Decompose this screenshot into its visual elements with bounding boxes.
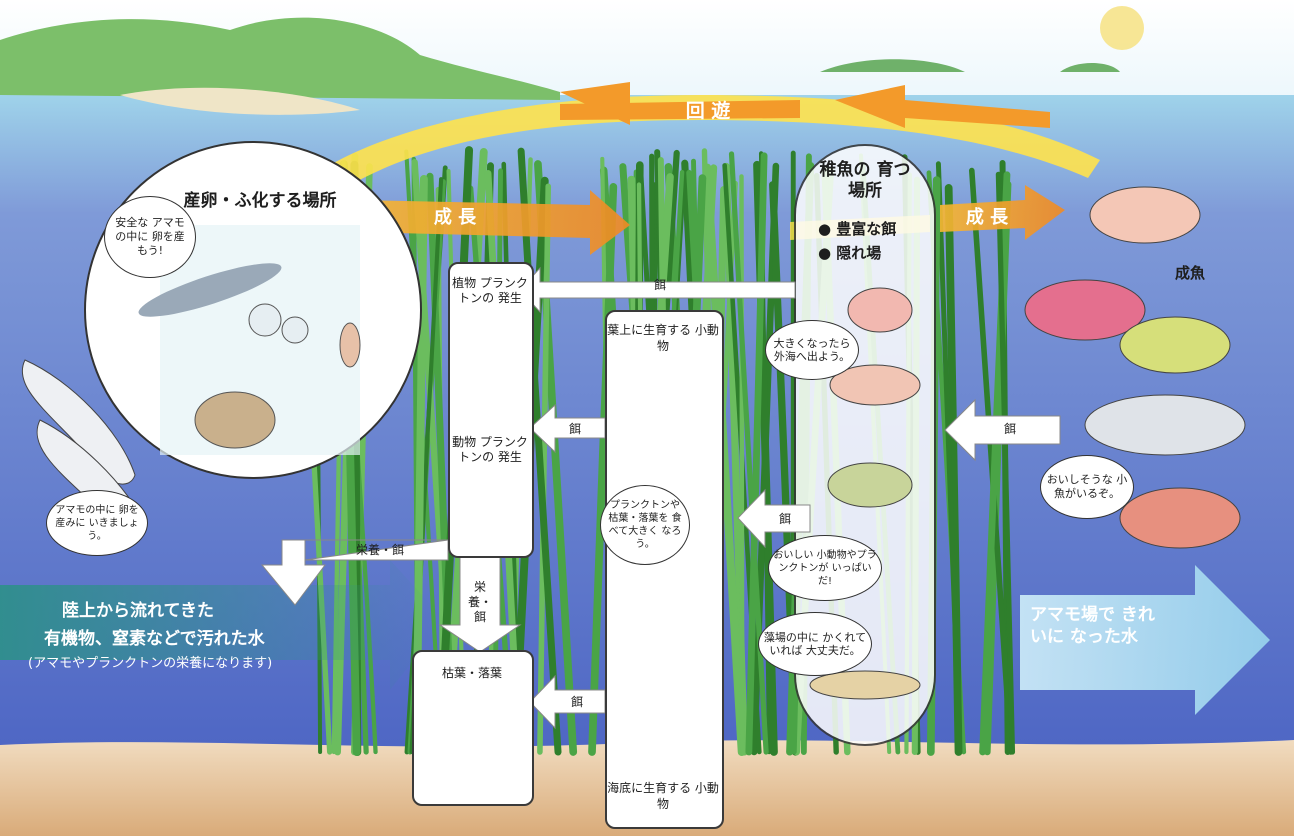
plankton-box	[448, 262, 534, 558]
feed-label-mid: 餌	[568, 422, 581, 436]
leaf-animals-speech: プランクトンや 枯葉・落葉を 食べて大きく なろう。	[608, 500, 682, 550]
nutrient-feed-vertical-label: 栄養・ 餌	[467, 580, 492, 624]
migration-arrow-right	[835, 85, 905, 128]
larva-icon	[339, 322, 361, 368]
squid-icon	[21, 359, 136, 485]
litter-box	[412, 650, 534, 806]
nutrient-feed-label: 栄養・餌	[355, 543, 404, 557]
juvenile-area-title: 稚魚の 育つ場所	[819, 160, 911, 201]
distant-hills	[0, 17, 560, 101]
litter-label: 枯葉・落葉	[441, 666, 502, 680]
polluted-water-line1: 陸上から流れてきた	[62, 601, 214, 621]
leaf-animals-speech-bubble: プランクトンや 枯葉・落葉を 食べて大きく なろう。	[600, 485, 690, 565]
polluted-water-line2: 有機物、窒素などで汚れた水	[44, 629, 265, 649]
squid-speech-bubble: アマモの中に 卵を産みに いきましょう。	[46, 490, 148, 556]
migration-label: 回 遊	[685, 100, 731, 122]
adult-fish-icon	[1119, 487, 1241, 549]
eelgrass-blade	[588, 183, 618, 756]
island-2	[1060, 63, 1120, 72]
adult-fish-icon	[1089, 186, 1201, 244]
beach	[120, 87, 360, 115]
migration-arrow-left-body	[560, 100, 800, 120]
egg-icon	[281, 316, 309, 344]
juvenile-food-speech-bubble: おいしい 小動物やプランクトンが いっぱいだ!	[768, 535, 882, 601]
squid-speech: アマモの中に 卵を産みに いきましょう。	[55, 504, 139, 542]
eelgrass-blade	[728, 151, 769, 755]
juvenile-grow-speech-bubble: 大きくなったら 外海へ出よう。	[765, 320, 859, 380]
juvenile-hide-speech: 藻場の中に かくれていれば 大丈夫だ。	[763, 631, 867, 657]
eelgrass-blade	[995, 171, 1016, 755]
spawning-speech-bubble: 安全な アマモの中に 卵を産もう!	[104, 196, 196, 278]
feed-arrow-adult	[944, 398, 1061, 462]
phytoplankton-label: 植物 プランクトンの 発生	[452, 276, 528, 305]
feed-label-juvenile: 餌	[778, 512, 791, 526]
eelgrass-blade	[935, 161, 963, 755]
feed-arrow-litter	[529, 674, 606, 730]
feed-label-adult: 餌	[1003, 422, 1016, 436]
rock-fish-icon	[194, 391, 276, 449]
adult-fish-icon	[1024, 279, 1146, 341]
feed-label-top: 餌	[653, 278, 666, 292]
feed-label-litter: 餌	[570, 695, 583, 709]
polluted-water-arrow	[0, 560, 445, 690]
feed-arrow-mid	[529, 403, 606, 454]
juvenile-shelter-bullet: ● 隠れ場	[818, 244, 882, 262]
leaf-animals-title: 葉上に生育する 小動物	[607, 323, 719, 353]
eelgrass-blade	[745, 152, 768, 756]
spawning-speech: 安全な アマモの中に 卵を産もう!	[115, 216, 185, 257]
juvenile-fish-icon	[829, 364, 921, 406]
adult-fish-label: 成魚	[1175, 264, 1206, 282]
migration-arrow-right-body	[905, 100, 1050, 128]
juvenile-grow-speech: 大きくなったら 外海へ出よう。	[773, 337, 851, 363]
nutrient-feed-arrow-down	[438, 554, 522, 653]
seafloor-animals-label: 海底に生育する 小動物	[607, 781, 719, 811]
spawning-area-title: 産卵・ふ化する場所	[183, 191, 337, 211]
juvenile-food-speech: おいしい 小動物やプランクトンが いっぱいだ!	[773, 549, 877, 587]
zooplankton-label: 動物 プランクトンの 発生	[452, 435, 528, 464]
egg-icon	[248, 303, 282, 337]
growth-label-left: 成 長	[433, 207, 477, 228]
juvenile-food-bullet: ● 豊富な餌	[818, 220, 897, 238]
sun-icon	[1100, 6, 1144, 50]
eelgrass-blade	[979, 171, 1011, 756]
clean-water-label: アマモ場で きれいに なった水	[1030, 605, 1155, 647]
clean-water-arrow	[1020, 565, 1270, 715]
juvenile-hide-speech-bubble: 藻場の中に かくれていれば 大丈夫だ。	[758, 612, 872, 676]
needlefish-icon	[138, 263, 282, 317]
growth-arrow-1	[355, 190, 630, 255]
adult-fish-icon	[1084, 394, 1246, 456]
adult-speech-bubble: おいしそうな 小魚がいるぞ。	[1040, 455, 1134, 519]
juvenile-fish-icon	[847, 287, 913, 333]
adult-fish-icon	[1119, 316, 1231, 374]
growth-label-right: 成 長	[965, 207, 1009, 228]
juvenile-fish-icon	[827, 462, 913, 508]
adult-speech: おいしそうな 小魚がいるぞ。	[1046, 473, 1128, 500]
eelgrass-blade	[739, 174, 745, 755]
leaf-animals-box	[605, 310, 724, 829]
feed-arrow-juvenile	[737, 488, 811, 549]
island-1	[820, 59, 965, 72]
juvenile-fish-icon	[809, 670, 921, 700]
growth-arrow-2	[940, 185, 1065, 240]
polluted-water-line3: (アマモやプランクトンの栄養になります)	[28, 656, 273, 671]
